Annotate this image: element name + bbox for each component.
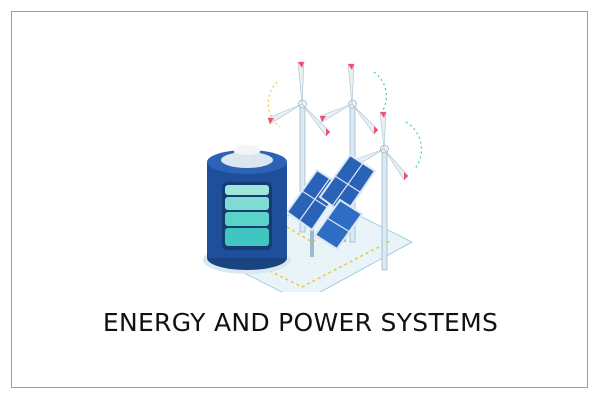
wind-turbine-icon [267,61,423,271]
battery-icon [203,145,291,274]
solar-panel-icon [285,153,377,257]
energy-card: ENERGY AND POWER SYSTEMS [11,11,588,388]
energy-illustration [203,61,423,292]
page-title: ENERGY AND POWER SYSTEMS [102,308,499,337]
